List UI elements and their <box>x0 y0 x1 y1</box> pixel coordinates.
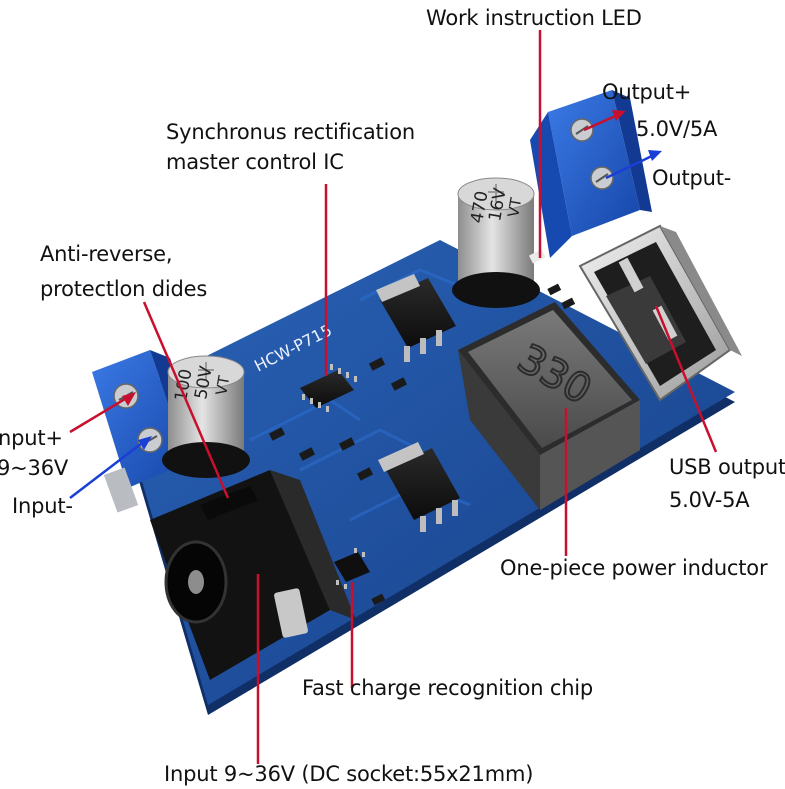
label-sync-ic-line1: Synchronus rectification <box>166 120 415 144</box>
label-output-minus: Output- <box>652 166 732 190</box>
label-usb-output-line2: 5.0V-5A <box>669 488 750 512</box>
capacitor-100uf: 100 50V VT <box>162 355 250 478</box>
work-led <box>528 249 546 264</box>
usb-port <box>578 224 742 402</box>
fast-charge-chip <box>334 548 370 589</box>
label-output-plus: Output+ <box>602 80 692 104</box>
label-usb-output-line1: USB output <box>669 455 785 479</box>
output-terminal-block <box>530 90 652 258</box>
svg-text:VT: VT <box>212 374 233 397</box>
label-input-range: 9~36V <box>0 456 69 480</box>
mosfet-top <box>376 274 456 362</box>
dc-socket <box>150 470 356 680</box>
label-input-plus: Input+ <box>0 426 63 450</box>
label-input-dc: Input 9~36V (DC socket:55x21mm) <box>164 762 534 786</box>
label-fast-charge: Fast charge recognition chip <box>302 676 594 700</box>
pointer-lines <box>142 30 718 764</box>
arrow-output-plus <box>612 110 626 121</box>
label-anti-reverse-line1: Anti-reverse, <box>40 242 173 266</box>
arrow-input-minus <box>138 436 152 450</box>
label-anti-reverse-line2: protectlon dides <box>40 277 208 301</box>
capacitor-470uf: 470 16V VT <box>452 177 540 308</box>
label-output-voltage: 5.0V/5A <box>636 117 718 141</box>
terminal-arrows <box>69 110 662 499</box>
label-inductor: One-piece power inductor <box>500 556 768 580</box>
arrow-output-minus <box>648 150 662 161</box>
label-work-led: Work instruction LED <box>426 6 642 30</box>
arrow-input-plus <box>122 392 136 406</box>
sync-rectification-ic <box>300 364 357 412</box>
mosfet-bottom <box>378 442 460 532</box>
label-input-minus: Input- <box>12 494 73 518</box>
label-sync-ic-line2: master control IC <box>166 150 344 174</box>
svg-text:VT: VT <box>504 196 525 219</box>
